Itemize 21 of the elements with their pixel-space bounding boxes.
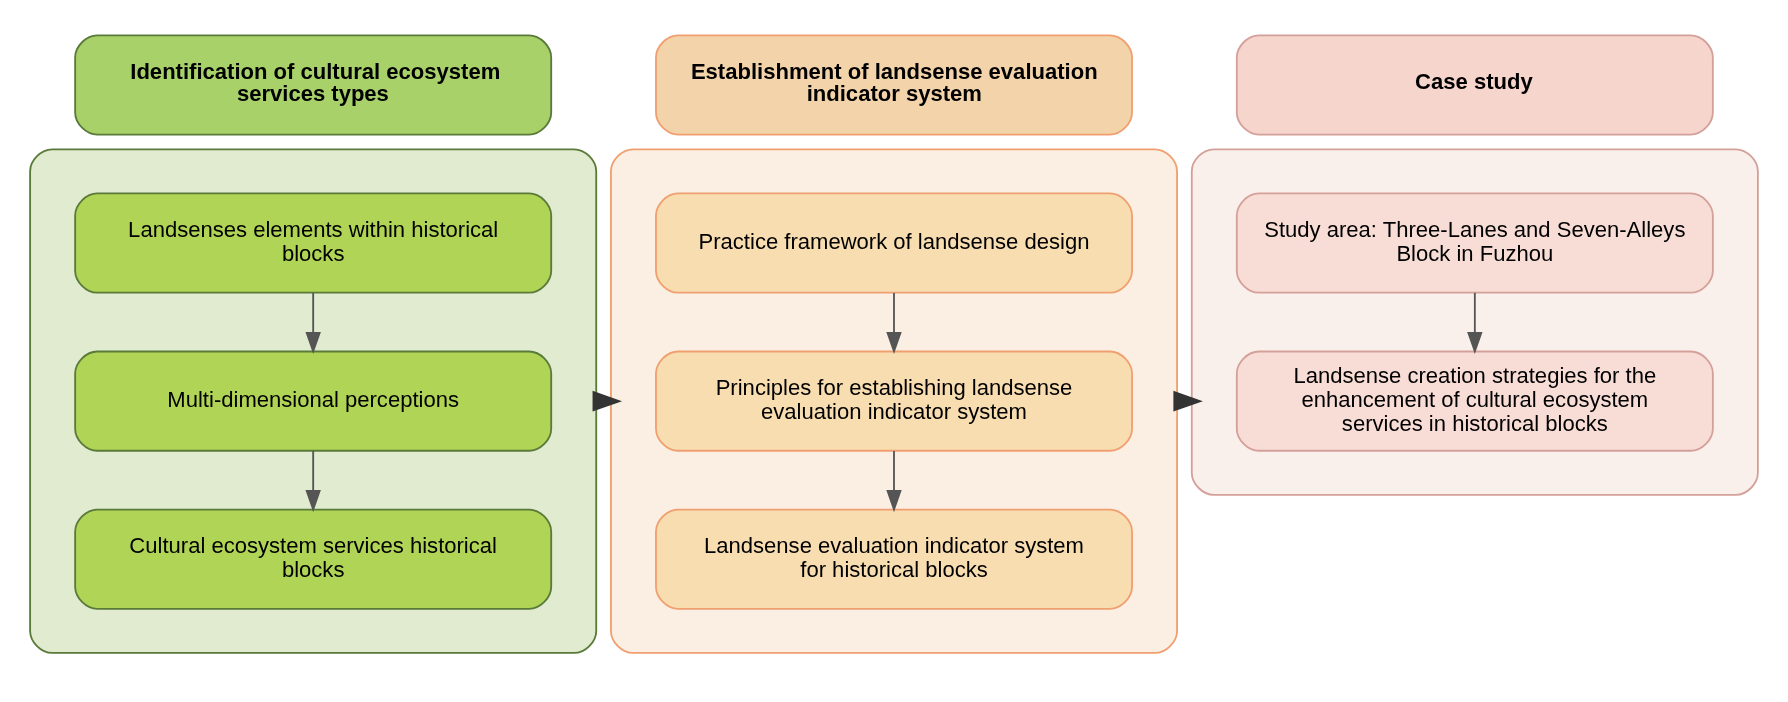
- node-box: Establishment of landsense evaluation indicator system: [655, 33, 1133, 136]
- arrow: [305, 449, 321, 512]
- node-box: Landsenses elements within historical blocks: [74, 192, 553, 294]
- arrow: [886, 449, 902, 512]
- cluster: [1190, 147, 1759, 496]
- node-box: Identification of cultural ecosystem services types: [74, 33, 553, 136]
- node-box: Principles for establishing landsense evaluation indicator system: [655, 350, 1133, 452]
- node-box: Multi-dimensional perceptions: [74, 350, 553, 452]
- arrow: [1173, 390, 1203, 411]
- cluster: [610, 147, 1178, 654]
- arrow: [305, 291, 321, 354]
- node-box: Landsense creation strategies for the enhancement of cultural ecosystem services in historical blocks: [1235, 350, 1714, 452]
- node-box: Landsense evaluation indicator system for historical blocks: [655, 508, 1133, 610]
- arrow: [592, 390, 623, 411]
- arrow: [1467, 291, 1483, 354]
- arrow: [886, 291, 902, 354]
- node-box: Practice framework of landsense design: [655, 192, 1133, 294]
- node-box: Case study: [1235, 33, 1714, 136]
- cluster: [29, 147, 598, 654]
- node-box: Cultural ecosystem services historical blocks: [74, 508, 553, 610]
- node-box: Study area: Three-Lanes and Seven-Alleys Block in Fuzhou: [1235, 192, 1714, 294]
